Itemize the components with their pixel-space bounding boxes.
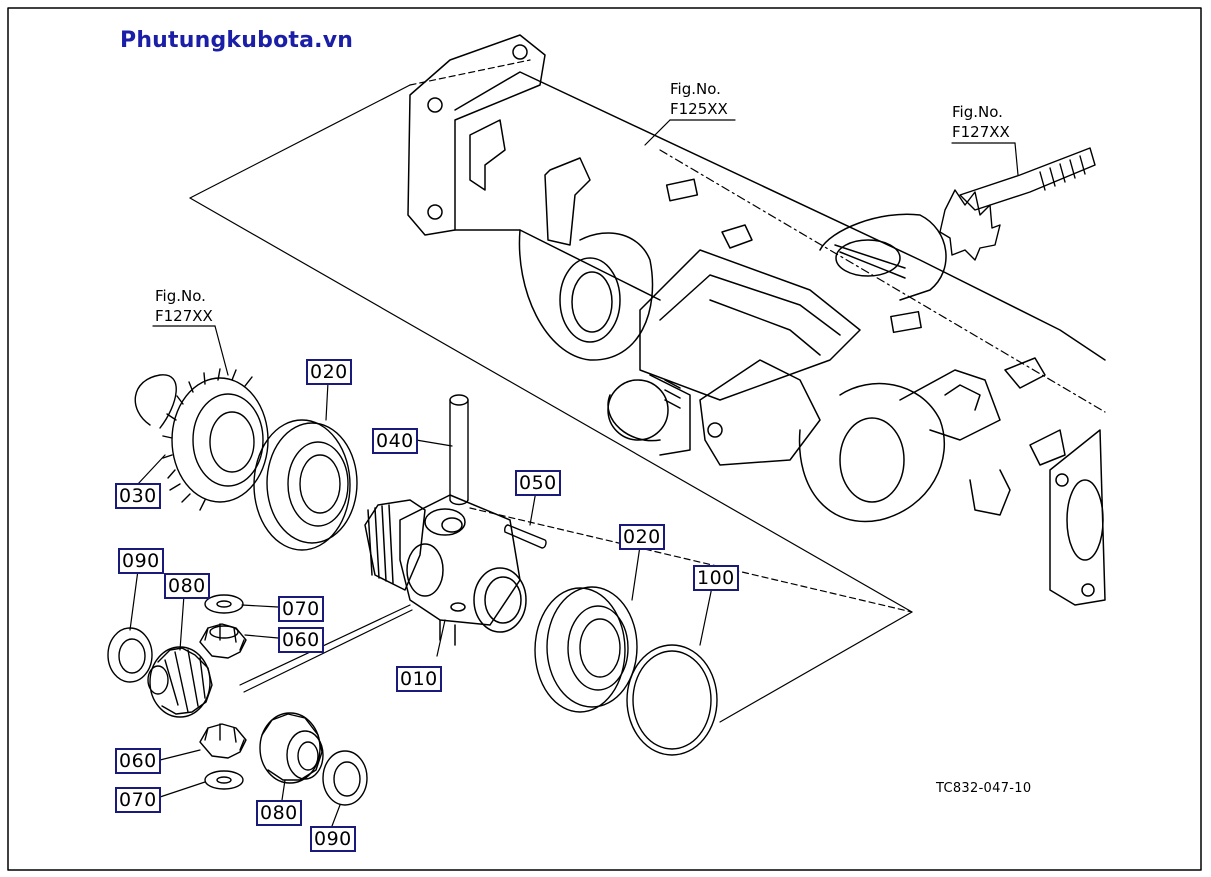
callout-010-diff-case[interactable]: 010 — [396, 666, 442, 692]
figure-ref-label: Fig.No. — [670, 80, 721, 98]
figure-ref-leaders — [152, 119, 1019, 376]
pinion-shaft-pin — [449, 394, 469, 506]
figure-ref-housing[interactable]: Fig.No. F125XX — [670, 79, 728, 119]
figure-ref-label: Fig.No. — [952, 103, 1003, 121]
callout-090-lower[interactable]: 090 — [310, 826, 356, 852]
figure-ref-ring-gear[interactable]: Fig.No. F127XX — [155, 286, 213, 326]
pinion-washer-lower — [204, 770, 244, 790]
differential-case — [364, 494, 527, 646]
callout-030-snap-ring[interactable]: 030 — [115, 483, 161, 509]
callout-040-pin[interactable]: 040 — [372, 428, 418, 454]
thrust-washer-right — [322, 750, 368, 806]
callout-050-roll-pin[interactable]: 050 — [515, 470, 561, 496]
axle-housing — [407, 34, 1106, 606]
pinion-gear-upper — [199, 623, 247, 659]
figure-ref-label: Fig.No. — [155, 287, 206, 305]
callout-020-right-bearing[interactable]: 020 — [619, 524, 665, 550]
callout-060-upper[interactable]: 060 — [278, 627, 324, 653]
roll-pin — [504, 524, 547, 549]
pinion-gear-lower — [199, 723, 247, 759]
figure-ref-number: F127XX — [952, 123, 1010, 141]
thrust-washer-left — [107, 627, 153, 683]
figure-ref-number: F125XX — [670, 100, 728, 118]
ring-gear — [162, 368, 269, 511]
callout-020-left-bearing[interactable]: 020 — [306, 359, 352, 385]
callout-060-lower[interactable]: 060 — [115, 748, 161, 774]
callout-070-upper[interactable]: 070 — [278, 596, 324, 622]
figure-ref-number: F127XX — [155, 307, 213, 325]
assembly-plane-outline — [189, 59, 1106, 723]
pinion-washer-upper — [204, 594, 244, 614]
bearing-right — [534, 586, 638, 713]
side-gear-right — [259, 712, 324, 784]
figure-ref-pinion[interactable]: Fig.No. F127XX — [952, 102, 1010, 142]
watermark-title: Phutungkubota.vn — [120, 28, 354, 53]
side-gear-left — [147, 646, 213, 718]
callout-leaders — [129, 381, 713, 827]
callout-080-lower[interactable]: 080 — [256, 800, 302, 826]
drawing-border — [7, 7, 1202, 871]
callout-090-upper[interactable]: 090 — [118, 548, 164, 574]
pinion-shaft — [939, 147, 1096, 261]
assembly-arrow — [239, 604, 413, 693]
snap-ring — [134, 374, 177, 429]
drawing-number: TC832-047-10 — [936, 781, 1032, 796]
callout-100-shim[interactable]: 100 — [693, 565, 739, 591]
bearing-left — [253, 419, 358, 551]
callout-070-lower[interactable]: 070 — [115, 787, 161, 813]
shim-ring — [626, 644, 718, 756]
callout-080-upper[interactable]: 080 — [164, 573, 210, 599]
